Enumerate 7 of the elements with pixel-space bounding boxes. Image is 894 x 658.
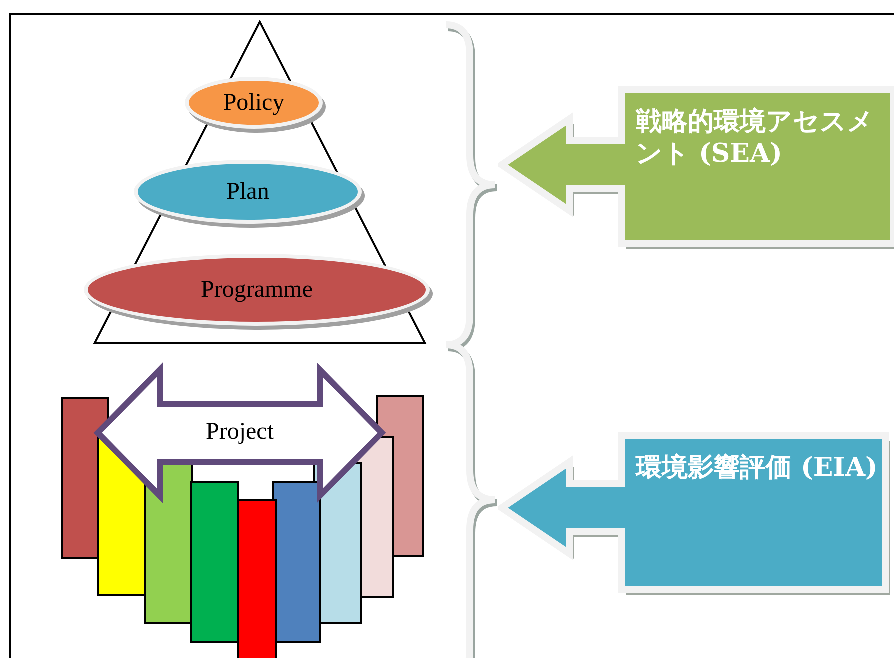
ellipse-label: Plan: [226, 178, 270, 206]
callout-text: 環境影響評価 (EIA): [636, 452, 879, 484]
ellipse-label: Policy: [223, 90, 285, 116]
double-arrow: [92, 362, 388, 504]
ellipse-label: Programme: [201, 276, 313, 304]
arrow-label: Project: [205, 419, 275, 446]
callout-text: 戦略的環境アセスメント (SEA): [636, 106, 875, 170]
